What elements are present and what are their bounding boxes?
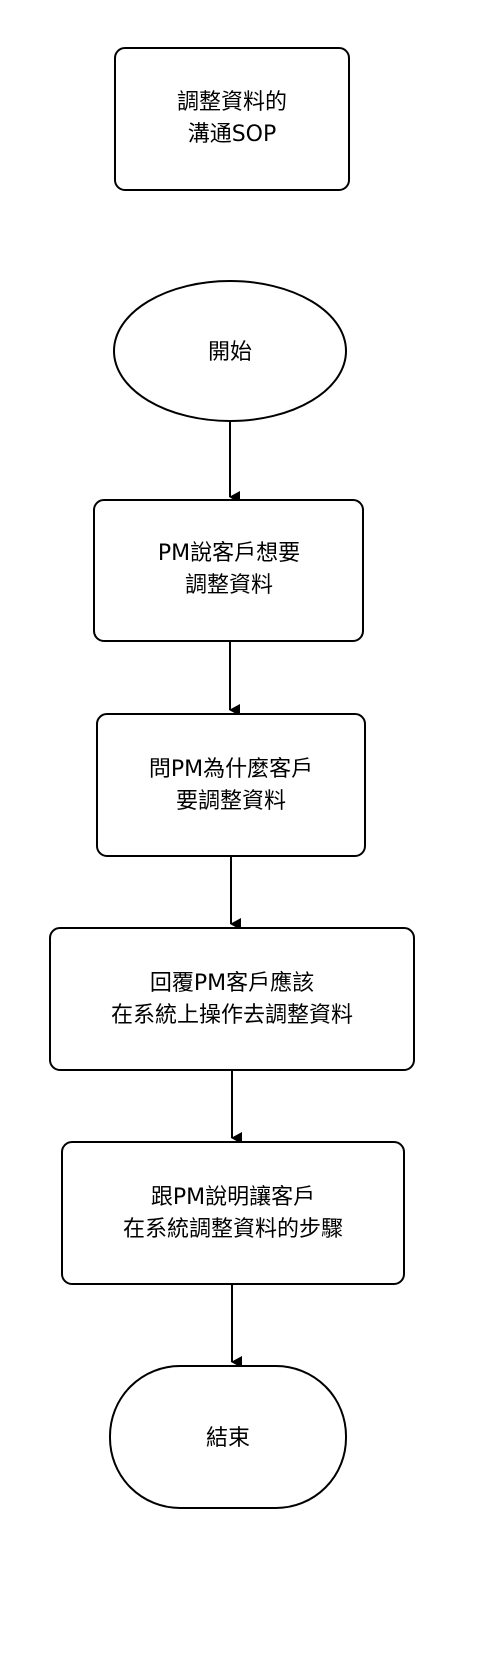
step3-node-line-1: 回覆PM客戶應該 (150, 970, 314, 996)
step4-node-frame (61, 1141, 405, 1285)
step4-node: 跟PM說明讓客戶 在系統調整資料的步驟 (61, 1141, 405, 1285)
start-node-label: 開始 (208, 340, 252, 365)
step3-node: 回覆PM客戶應該 在系統上操作去調整資料 (49, 927, 415, 1071)
end-node: 結束 (109, 1365, 347, 1509)
title-box-line-1: 調整資料的 (177, 90, 287, 115)
step1-node-line-2: 調整資料 (185, 573, 273, 598)
step4-node-line-2: 在系統調整資料的步驟 (123, 1217, 343, 1242)
start-node: 開始 (113, 280, 347, 422)
title-box-frame (114, 47, 350, 191)
step2-node-frame (96, 713, 366, 857)
step1-node-line-1: PM說客戶想要 (158, 541, 300, 566)
step3-node-frame (49, 927, 415, 1071)
step2-node: 問PM為什麼客戶 要調整資料 (96, 713, 366, 857)
step2-node-line-2: 要調整資料 (176, 789, 286, 814)
step3-node-line-2: 在系統上操作去調整資料 (111, 1003, 353, 1028)
step1-node: PM說客戶想要 調整資料 (93, 499, 364, 642)
end-node-label: 結束 (206, 1426, 250, 1451)
title-box-line-2: 溝通SOP (188, 122, 277, 147)
step2-node-line-1: 問PM為什麼客戶 (149, 757, 313, 782)
step1-node-frame (93, 499, 364, 642)
title-box: 調整資料的 溝通SOP (114, 47, 350, 191)
step4-node-line-1: 跟PM說明讓客戶 (151, 1185, 315, 1210)
end-node-shape (109, 1365, 347, 1509)
